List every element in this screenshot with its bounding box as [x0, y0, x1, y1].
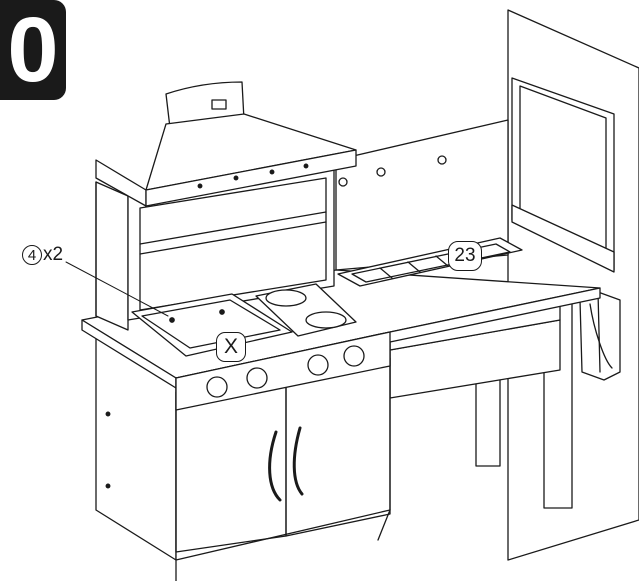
side-panel: [507, 9, 639, 561]
range-hood: [95, 81, 357, 207]
part-23-label: 23: [448, 241, 482, 271]
screw-ref-label: 4: [22, 245, 42, 265]
part-x-label: X: [216, 332, 246, 362]
control-panel: [175, 331, 391, 411]
burners: [255, 283, 357, 337]
step-number-badge: 0: [0, 0, 66, 100]
leader-line: [65, 261, 169, 317]
screw-callout: 4 x2: [22, 244, 63, 266]
back-wall: [335, 119, 509, 271]
step-number: 0: [7, 0, 59, 100]
hood-tower: [95, 161, 335, 331]
screw-qty-label: x2: [43, 244, 64, 265]
griddle: [131, 293, 293, 357]
towel-holder: [579, 291, 621, 381]
